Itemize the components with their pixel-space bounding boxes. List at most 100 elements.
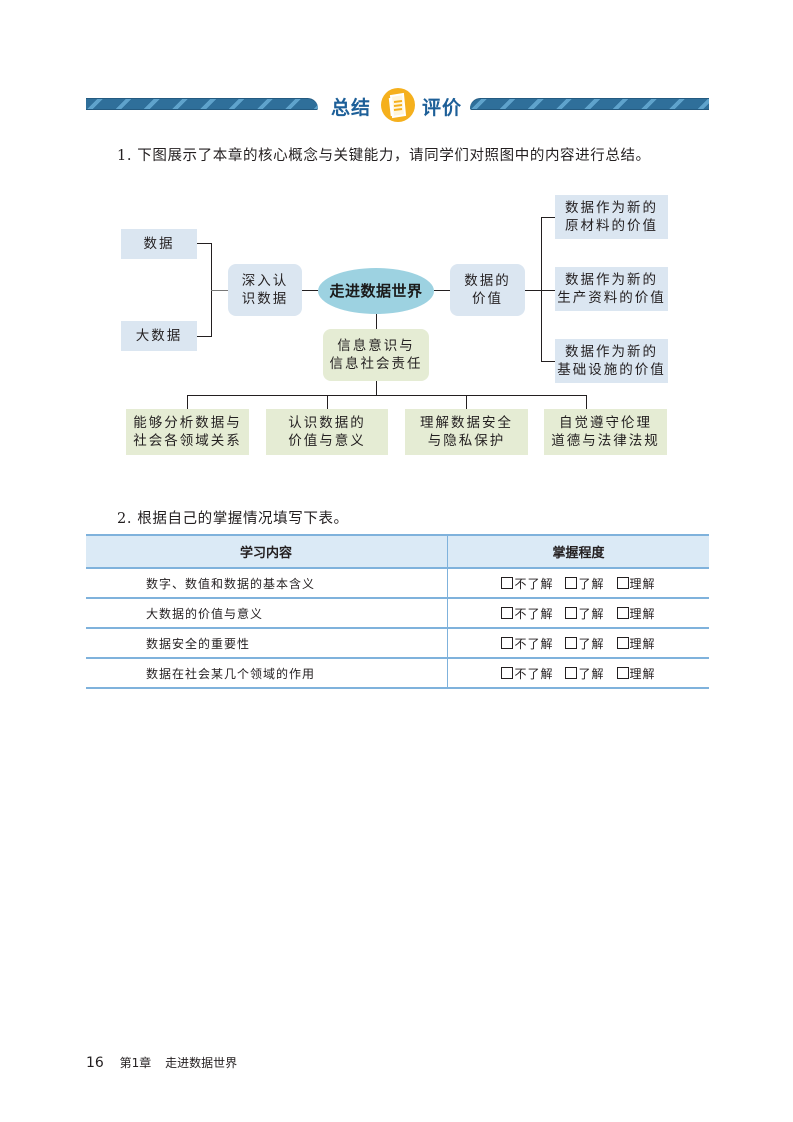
mastery-options-cell: 不了解了解 理解 <box>447 658 709 689</box>
page-number: 16 <box>86 1055 104 1071</box>
header-mastery-level: 掌握程度 <box>447 534 709 569</box>
mastery-option[interactable]: 不了解 <box>501 665 553 682</box>
checkbox[interactable] <box>616 666 629 679</box>
mastery-option[interactable]: 理解 <box>616 665 656 682</box>
mindmap-node-data-value: 数据的 价值 <box>450 264 525 316</box>
connector <box>197 336 212 337</box>
node-label-line: 信息意识与 <box>337 338 415 354</box>
option-label: 理解 <box>629 606 656 621</box>
connector <box>187 395 188 409</box>
leaf-label-line: 数据作为新的 <box>565 200 658 216</box>
option-label: 不了解 <box>514 636 554 651</box>
mindmap-leaf-ethics-law: 自觉遵守伦理 道德与法律法规 <box>544 409 667 455</box>
option-label: 理解 <box>629 636 656 651</box>
leaf-label-line: 基础设施的价值 <box>557 362 666 378</box>
leaf-label-line: 道德与法律法规 <box>551 433 660 449</box>
node-label-line: 价值 <box>472 291 503 307</box>
node-label-line: 信息社会责任 <box>329 356 423 372</box>
option-label: 不了解 <box>514 576 554 591</box>
connector <box>541 217 542 362</box>
mastery-option[interactable]: 不了解 <box>501 605 553 622</box>
table-row: 数据在社会某几个领域的作用 不了解了解 理解 <box>86 658 709 689</box>
self-assessment-table: 学习内容 掌握程度 数字、数值和数据的基本含义不了解了解理解大数据的价值与意义不… <box>86 534 709 689</box>
mindmap-leaf-bigdata: 大数据 <box>121 321 197 351</box>
table-header-row: 学习内容 掌握程度 <box>86 534 709 569</box>
connector <box>211 290 228 291</box>
leaf-label-line: 数据作为新的 <box>565 344 658 360</box>
mastery-option[interactable]: 理解 <box>616 635 656 652</box>
checkbox[interactable] <box>501 636 514 649</box>
connector <box>541 217 555 218</box>
question-1: 1. 下图展示了本章的核心概念与关键能力，请同学们对照图中的内容进行总结。 <box>117 148 651 164</box>
mindmap-center: 走进数据世界 <box>318 268 434 314</box>
connector <box>376 381 377 396</box>
leaf-label-line: 生产资料的价值 <box>557 290 666 306</box>
connector <box>541 361 555 362</box>
header-band-right <box>470 98 709 110</box>
learning-content-cell: 数据安全的重要性 <box>86 628 448 659</box>
mastery-option[interactable]: 不了解 <box>501 575 553 592</box>
option-label: 理解 <box>629 666 656 681</box>
leaf-label-line: 原材料的价值 <box>565 218 658 234</box>
mastery-option[interactable]: 不了解 <box>501 635 553 652</box>
mindmap-node-understand-data: 深入认 识数据 <box>228 264 302 316</box>
mastery-option[interactable]: 理解 <box>616 605 656 622</box>
header-learning-content: 学习内容 <box>86 534 448 569</box>
mindmap-node-info-responsibility: 信息意识与 信息社会责任 <box>323 329 429 381</box>
mastery-option[interactable]: 了解 <box>565 635 604 652</box>
mastery-options-cell: 不了解 了解 理解 <box>447 628 709 659</box>
node-label-line: 深入认 <box>241 273 289 289</box>
connector <box>327 395 328 409</box>
connector <box>376 314 377 330</box>
table-row: 数字、数值和数据的基本含义 不了解 了解 理解 <box>86 568 709 599</box>
chapter-number: 第1章 <box>119 1056 152 1070</box>
learning-content-cell: 数字、数值和数据的基本含义 <box>86 568 448 599</box>
checkbox[interactable] <box>501 666 514 679</box>
checkbox[interactable] <box>565 636 578 649</box>
connector <box>434 290 450 291</box>
question-2: 2. 根据自己的掌握情况填写下表。 <box>117 511 349 527</box>
connector <box>302 290 318 291</box>
page-footer: 16 第1章 走进数据世界 <box>86 1054 247 1071</box>
mindmap-leaf-data: 数据 <box>121 229 197 259</box>
option-label: 不了解 <box>514 606 554 621</box>
mindmap-leaf-raw-material: 数据作为新的 原材料的价值 <box>555 195 668 239</box>
header-band-left <box>86 98 318 110</box>
option-label: 理解 <box>629 576 656 591</box>
leaf-label-line: 价值与意义 <box>288 433 366 449</box>
leaf-label-line: 社会各领域关系 <box>133 433 242 449</box>
mastery-option[interactable]: 了解 <box>565 605 604 622</box>
checkbox[interactable] <box>565 606 578 619</box>
mastery-option[interactable]: 了解 <box>565 575 604 592</box>
learning-content-cell: 数据在社会某几个领域的作用 <box>86 658 448 689</box>
leaf-label-line: 自觉遵守伦理 <box>559 415 652 431</box>
option-label: 了解 <box>578 576 605 591</box>
connector <box>525 290 555 291</box>
learning-content-cell: 大数据的价值与意义 <box>86 598 448 629</box>
document-icon <box>381 88 415 122</box>
leaf-label: 大数据 <box>135 328 183 344</box>
checkbox[interactable] <box>616 636 629 649</box>
mastery-options-cell: 不了解 了解 理解 <box>447 568 709 599</box>
checkbox[interactable] <box>616 576 629 589</box>
mastery-option[interactable]: 了解 <box>565 665 604 682</box>
checkbox[interactable] <box>501 606 514 619</box>
checkbox[interactable] <box>616 606 629 619</box>
checkbox[interactable] <box>565 666 578 679</box>
checkbox[interactable] <box>565 576 578 589</box>
connector <box>187 395 587 396</box>
mindmap-leaf-production: 数据作为新的 生产资料的价值 <box>555 267 668 311</box>
chapter-title: 走进数据世界 <box>165 1056 238 1070</box>
table-row: 数据安全的重要性 不了解 了解 理解 <box>86 628 709 659</box>
leaf-label-line: 理解数据安全 <box>420 415 513 431</box>
mastery-option[interactable]: 理解 <box>616 575 656 592</box>
option-label: 了解 <box>578 636 605 651</box>
header-title-left: 总结 <box>331 97 372 119</box>
checkbox[interactable] <box>501 576 514 589</box>
connector <box>197 243 212 244</box>
mindmap-leaf-security-privacy: 理解数据安全 与隐私保护 <box>405 409 528 455</box>
option-label: 了解 <box>578 606 605 621</box>
header-title-right: 评价 <box>422 97 463 119</box>
mindmap-leaf-value-meaning: 认识数据的 价值与意义 <box>266 409 388 455</box>
leaf-label-line: 数据作为新的 <box>565 272 658 288</box>
